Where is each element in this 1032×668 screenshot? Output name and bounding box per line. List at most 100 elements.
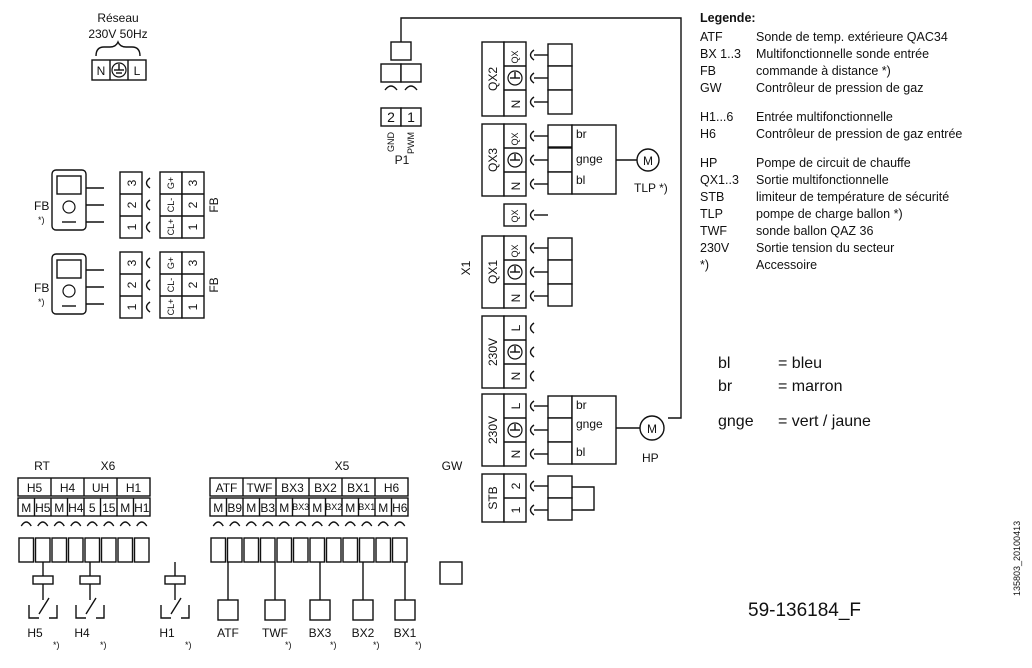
power-term-l: L bbox=[134, 64, 141, 78]
fb2-sig-cl-plus: CL+ bbox=[166, 299, 176, 316]
p1-pin-1: 1 bbox=[407, 109, 415, 125]
svg-text:M: M bbox=[647, 422, 657, 436]
spring-contact bbox=[20, 521, 32, 527]
earth-icon bbox=[507, 344, 523, 360]
x6-pin-5: 15 bbox=[102, 501, 116, 515]
stb-pin-2: 2 bbox=[509, 482, 523, 489]
plug-cell bbox=[133, 537, 150, 563]
earth-icon bbox=[507, 70, 523, 86]
legend-desc: Contrôleur de pression de gaz entrée bbox=[756, 127, 963, 141]
plug-cell bbox=[309, 537, 326, 563]
plug-cell bbox=[100, 537, 117, 563]
fb2-note: *) bbox=[38, 297, 45, 307]
spring-contact bbox=[394, 521, 406, 527]
spring-contact bbox=[344, 521, 356, 527]
sensor-note: *) bbox=[330, 640, 337, 650]
switch-h1: H1*) bbox=[159, 562, 192, 650]
sensor-label: TWF bbox=[262, 626, 288, 640]
x5-pin-9: BX1 bbox=[358, 502, 375, 512]
fb2-sig-cl-minus: CL- bbox=[166, 278, 176, 293]
fb1-device-label: FB bbox=[34, 199, 49, 213]
spring-contact bbox=[311, 521, 323, 527]
fb2-pin-3: 3 bbox=[125, 259, 139, 266]
x6-group-h1: H1 bbox=[126, 481, 142, 495]
power-term-n: N bbox=[97, 64, 106, 78]
fb1-num-3: 3 bbox=[186, 179, 200, 186]
plug-cell bbox=[358, 537, 375, 563]
sensor-bx2: BX2*) bbox=[352, 562, 380, 650]
fb1-num-1: 1 bbox=[186, 223, 200, 230]
x6-pin-6: M bbox=[120, 501, 130, 515]
x5-pin-6: M bbox=[312, 501, 322, 515]
x1-block-qx1: QX1 QX N bbox=[481, 235, 573, 309]
x1-230v2-name: 230V bbox=[486, 416, 500, 444]
legend-desc: Sortie tension du secteur bbox=[756, 241, 895, 255]
plug-cell bbox=[391, 537, 408, 563]
legend-key: QX1..3 bbox=[700, 173, 739, 187]
x1-qx1-t1: QX bbox=[510, 244, 520, 257]
color-legend-row: gnge= vert / jaune bbox=[718, 410, 871, 433]
sensor-label: BX2 bbox=[352, 626, 375, 640]
sensor-label: ATF bbox=[217, 626, 239, 640]
color-legend-row: bl= bleu bbox=[718, 352, 871, 375]
legend-key: 230V bbox=[700, 241, 730, 255]
sensor-atf: ATF bbox=[217, 562, 239, 640]
x5-pin-7: BX2 bbox=[325, 502, 342, 512]
earth-icon bbox=[507, 152, 523, 168]
fb2-pin-1: 1 bbox=[125, 303, 139, 310]
fb1-pin-2: 2 bbox=[125, 201, 139, 208]
fb2-pin-2: 2 bbox=[125, 281, 139, 288]
plug-cell bbox=[375, 537, 392, 563]
power-title: Réseau bbox=[97, 11, 138, 25]
p1-connector: 2 1 GND PWM P1 bbox=[380, 17, 682, 419]
fb1-pin-3: 3 bbox=[125, 179, 139, 186]
hp-pump: br gnge bl M HP bbox=[534, 395, 665, 465]
switch-label: H1 bbox=[159, 626, 175, 640]
color-key: gnge bbox=[718, 413, 754, 430]
plug-cell bbox=[34, 537, 51, 563]
x6-pin-1: H5 bbox=[35, 501, 51, 515]
sensor-note: *) bbox=[415, 640, 422, 650]
fb2-num-1: 1 bbox=[186, 303, 200, 310]
p1-pwm: PWM bbox=[406, 132, 416, 154]
power-spec: 230V 50Hz bbox=[88, 27, 147, 41]
legend-desc: pompe de charge ballon *) bbox=[756, 207, 903, 221]
x5-label: X5 bbox=[335, 459, 350, 473]
x1-label: X1 bbox=[459, 260, 473, 275]
x5-group-twf: TWF bbox=[247, 481, 273, 495]
plug-cell bbox=[117, 537, 134, 563]
legend-key: STB bbox=[700, 190, 725, 204]
tlp-pump: br gnge bl M TLP *) bbox=[571, 124, 668, 195]
switch-label: H4 bbox=[74, 626, 90, 640]
color-legend-row: br= marron bbox=[718, 375, 871, 398]
x5-group-bx1: BX1 bbox=[347, 481, 370, 495]
x1-qx2-t3: N bbox=[509, 100, 523, 109]
spring-contact bbox=[328, 521, 340, 527]
legend-row: *)Accessoire bbox=[700, 257, 1025, 274]
x1-qx3-t1: QX bbox=[510, 132, 520, 145]
plug-cell bbox=[259, 537, 276, 563]
power-supply: Réseau 230V 50Hz N L bbox=[88, 11, 148, 81]
legend-key: HP bbox=[700, 156, 718, 170]
gw-plug bbox=[439, 561, 463, 585]
plug-cell bbox=[325, 537, 342, 563]
color-key: br bbox=[718, 378, 733, 395]
x5-pin-3: B3 bbox=[260, 501, 275, 515]
sensor-label: BX3 bbox=[309, 626, 332, 640]
fb1-pin-1: 1 bbox=[125, 223, 139, 230]
x5-group-atf: ATF bbox=[216, 481, 238, 495]
plug-cell bbox=[276, 537, 293, 563]
x6-group-uh: UH bbox=[92, 481, 109, 495]
x1-block-qx-single: QX bbox=[503, 203, 548, 227]
legend-desc: sonde ballon QAZ 36 bbox=[756, 224, 874, 238]
plug-cell bbox=[18, 537, 35, 563]
x1-qx2-t1: QX bbox=[510, 50, 520, 63]
